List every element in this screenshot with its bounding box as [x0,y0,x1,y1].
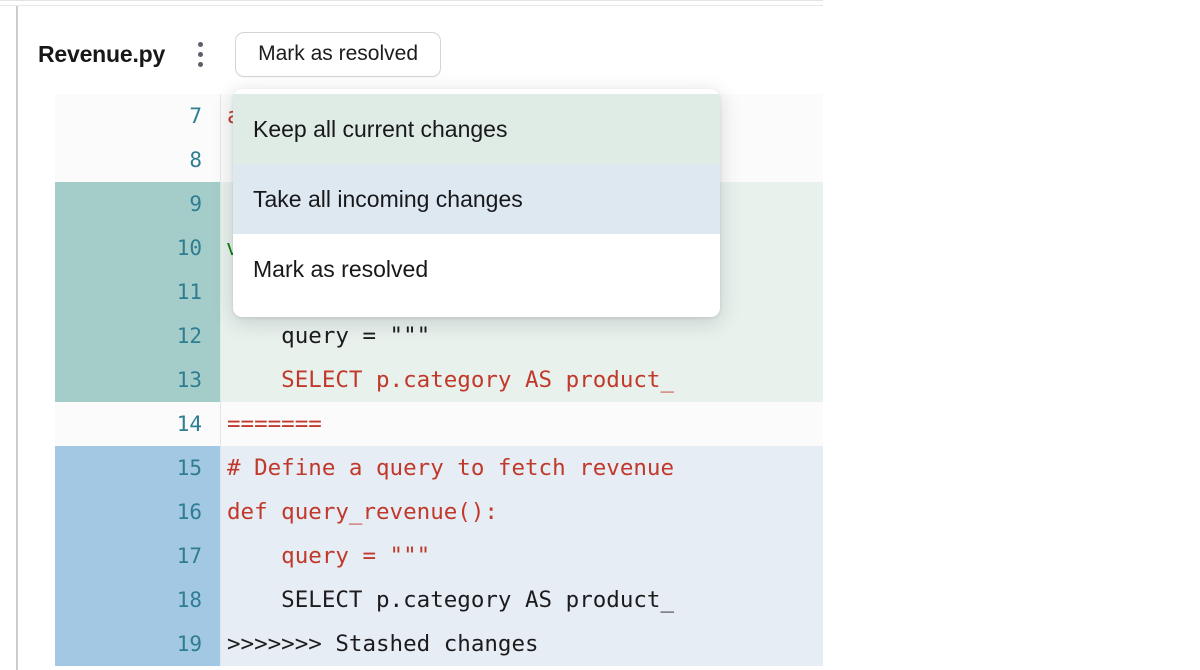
code-token: # Define a query to fetch revenue [227,455,675,481]
code-line-text[interactable]: >>>>>>> Stashed changes [220,622,823,666]
code-line-text[interactable]: SELECT p.category AS product_ [220,578,823,622]
code-line-row[interactable]: 19 >>>>>>> Stashed changes [55,622,823,666]
code-token: >>>>>>> Stashed changes [227,631,539,657]
code-line-text[interactable]: def query_revenue(): [220,490,823,534]
line-number: 17 [55,534,220,578]
code-token: def query_revenue(): [227,499,498,525]
line-number: 16 [55,490,220,534]
code-line-row[interactable]: 15 # Define a query to fetch revenue [55,446,823,490]
kebab-menu-icon[interactable] [187,35,213,73]
file-name-label: Revenue.py [38,40,166,67]
top-divider [0,0,823,1]
menu-item-incoming[interactable]: Take all incoming changes [233,164,720,234]
file-header: Revenue.py Mark as resolved [38,26,441,82]
line-number: 8 [55,138,220,182]
code-token: ======= [227,411,322,437]
line-number: 15 [55,446,220,490]
code-token: query = """ [227,323,431,349]
code-token: SELECT p.category AS product_ [227,367,675,393]
code-line-text[interactable]: query = """ [220,534,823,578]
line-number: 11 [55,270,220,314]
code-line-row[interactable]: 18 SELECT p.category AS product_ [55,578,823,622]
code-line-text[interactable]: # Define a query to fetch revenue [220,446,823,490]
menu-item-neutral[interactable]: Mark as resolved [233,234,720,304]
code-line-row[interactable]: 17 query = """ [55,534,823,578]
kebab-dot-2 [197,51,203,57]
line-number: 18 [55,578,220,622]
line-number: 12 [55,314,220,358]
line-number: 13 [55,358,220,402]
code-line-text[interactable]: SELECT p.category AS product_ [220,358,823,402]
line-number: 7 [55,94,220,138]
kebab-dot-3 [197,61,203,67]
mark-as-resolved-button[interactable]: Mark as resolved [235,31,441,77]
line-number: 10 [55,226,220,270]
code-line-text[interactable]: query = """ [220,314,823,358]
code-line-row[interactable]: 13 SELECT p.category AS product_ [55,358,823,402]
kebab-dot-1 [197,41,203,47]
code-line-row[interactable]: 14 ======= [55,402,823,446]
code-token: SELECT p.category AS product_ [227,587,675,613]
line-number: 9 [55,182,220,226]
panel-left-border [16,6,18,670]
line-number: 14 [55,402,220,446]
code-line-row[interactable]: 12 query = """ [55,314,823,358]
code-line-row[interactable]: 16 def query_revenue(): [55,490,823,534]
top-divider-secondary [0,5,823,6]
line-number: 19 [55,622,220,666]
menu-item-current[interactable]: Keep all current changes [233,94,720,164]
code-token: query = """ [227,543,431,569]
code-line-text[interactable]: ======= [220,402,823,446]
